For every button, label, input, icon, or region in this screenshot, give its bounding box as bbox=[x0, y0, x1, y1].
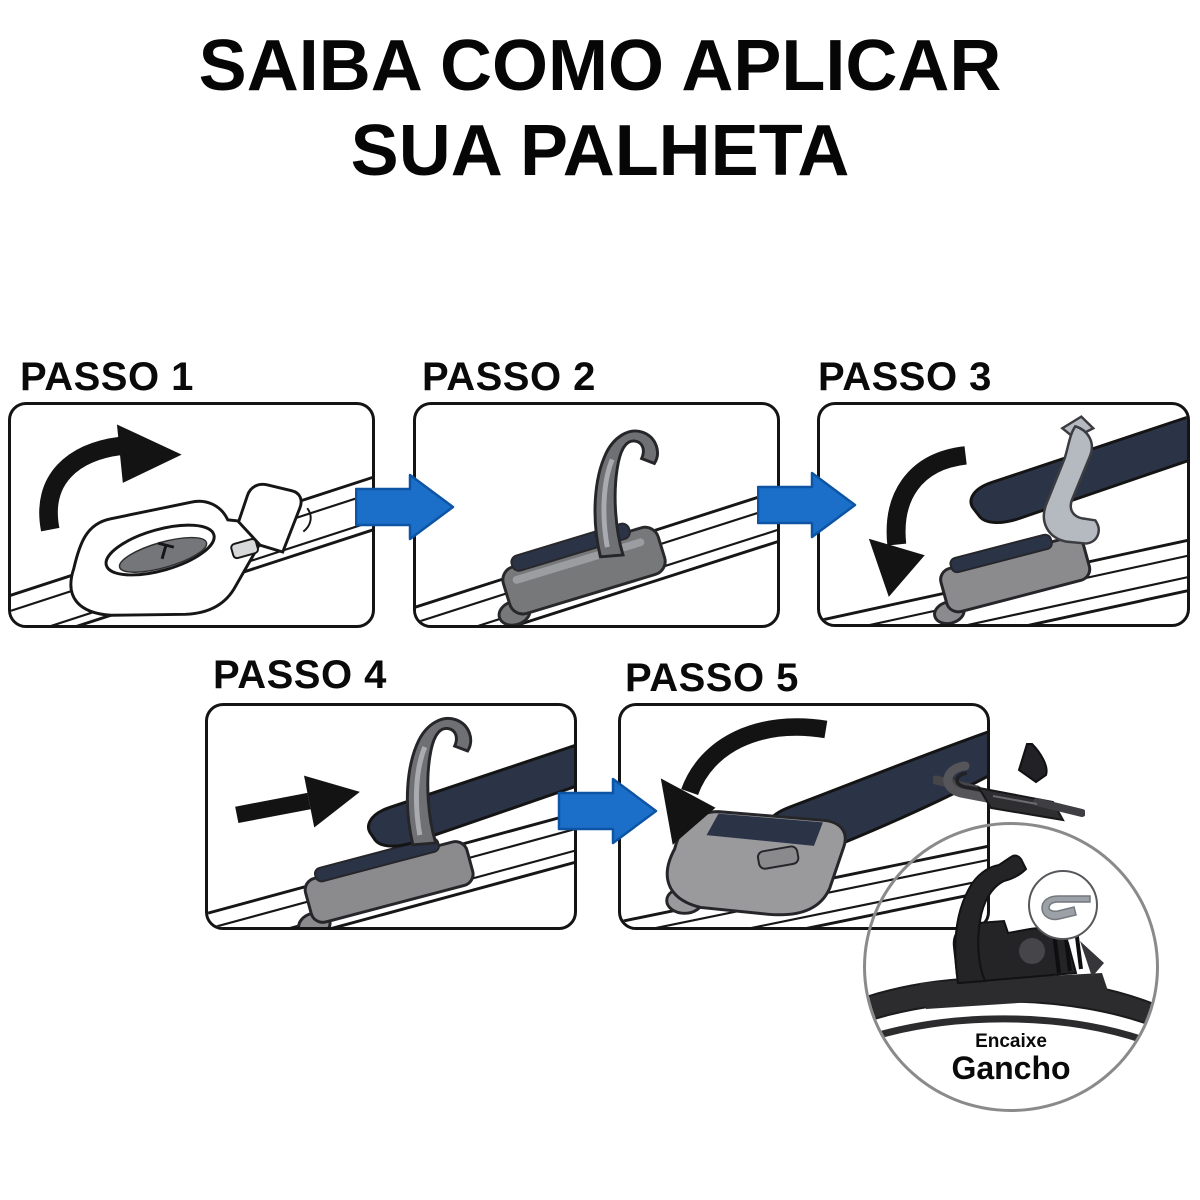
blade-rubber-line bbox=[871, 1015, 1154, 1047]
flow-arrow-2-right-icon bbox=[757, 471, 857, 539]
hook-icon bbox=[1041, 895, 1091, 921]
curved-arrow-counterclockwise-icon bbox=[868, 446, 968, 597]
step5-label: PASSO 5 bbox=[625, 656, 799, 700]
inset-captions: Encaixe Gancho bbox=[866, 1031, 1156, 1084]
silver-hook-graphic bbox=[1042, 415, 1100, 545]
curved-arrow-clockwise-icon bbox=[39, 424, 182, 532]
step2-panel bbox=[413, 402, 780, 628]
hook-fitting-inset: Encaixe Gancho bbox=[863, 822, 1159, 1112]
curved-arrow-counterclockwise-icon bbox=[660, 718, 828, 845]
step5-illustration bbox=[621, 718, 987, 927]
step2-label: PASSO 2 bbox=[422, 355, 596, 399]
page-title-line2: SUA PALHETA bbox=[350, 111, 850, 191]
step3-panel bbox=[817, 402, 1190, 627]
step3-label: PASSO 3 bbox=[818, 355, 992, 399]
hook-arm-icon bbox=[405, 717, 473, 847]
adapter-latch bbox=[1080, 941, 1104, 977]
step1-label: PASSO 1 bbox=[20, 355, 194, 399]
straight-right-arrow-icon bbox=[235, 775, 360, 828]
step5-panel bbox=[618, 703, 990, 930]
inset-caption-gancho: Gancho bbox=[951, 1050, 1071, 1086]
adapter-graphic bbox=[933, 533, 1092, 624]
step4-illustration bbox=[208, 717, 574, 927]
adapter-pivot bbox=[1019, 938, 1045, 964]
page-title-line1: SAIBA COMO APLICAR bbox=[198, 26, 1002, 106]
adapter-graphic bbox=[297, 837, 475, 927]
inset-caption-encaixe: Encaixe bbox=[975, 1031, 1047, 1052]
hook-arm-icon bbox=[593, 429, 659, 559]
adapter-line-art bbox=[69, 482, 303, 617]
hook-connection-photo bbox=[933, 743, 1085, 822]
step2-illustration bbox=[416, 429, 777, 625]
page-title: SAIBA COMO APLICAR SUA PALHETA bbox=[0, 24, 1200, 194]
step3-illustration bbox=[820, 415, 1187, 624]
step4-panel bbox=[205, 703, 577, 930]
step4-label: PASSO 4 bbox=[213, 653, 387, 697]
step1-panel bbox=[8, 402, 375, 628]
adapter-graphic bbox=[497, 522, 667, 625]
flow-arrow-1-right-icon bbox=[355, 473, 455, 541]
flow-arrow-3-right-icon bbox=[557, 777, 658, 845]
hook-arm-silhouette bbox=[954, 854, 1028, 985]
step1-illustration bbox=[11, 424, 372, 625]
adapter-graphic bbox=[665, 810, 847, 917]
hook-type-badge bbox=[1028, 870, 1098, 940]
